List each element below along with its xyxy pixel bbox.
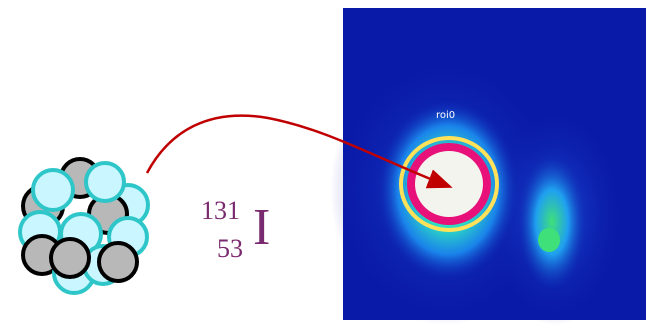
nucleon [84,161,126,203]
nucleus-cluster [18,157,150,295]
thyroid-lobe-right [516,150,588,294]
right-lobe-hotspot [538,228,560,252]
uptake-arrow [145,114,453,189]
mass-number: 131 [201,196,240,225]
isotope-notation: 131 53 I [195,196,295,286]
element-symbol: I [253,199,271,256]
atomic-number: 53 [217,234,243,263]
nucleon [97,241,139,283]
scan-image: roi0 [330,8,646,325]
roi-label: roi0 [436,110,455,121]
roi-core [415,151,483,217]
roi-outline [399,136,499,232]
nucleon [49,237,91,279]
nucleon [31,168,75,212]
